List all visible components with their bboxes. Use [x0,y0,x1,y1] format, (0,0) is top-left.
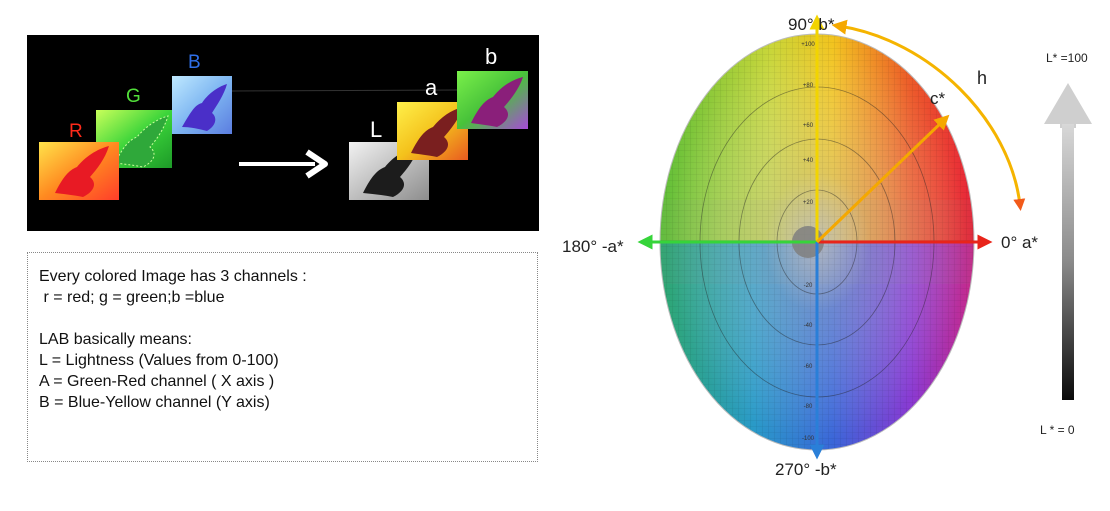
description-line: B = Blue-Yellow channel (Y axis) [39,394,270,411]
b-lab-label: b [485,44,497,69]
g-label: G [126,86,141,107]
description-line: r = red; g = green;b =blue [39,289,225,306]
tick-label: -80 [804,404,813,410]
a-channel-image [397,102,468,160]
lightness-scale [1044,83,1092,400]
lightness-arrowhead [1044,83,1092,128]
tick-label: -100 [802,436,815,442]
description-line: L = Lightness (Values from 0-100) [39,352,279,369]
tick-label: -20 [804,283,813,289]
description-line: A = Green-Red channel ( X axis ) [39,373,275,390]
description-line: Every colored Image has 3 channels : [39,268,307,285]
chroma-label: c* [930,89,946,108]
conversion-arrow [239,149,328,179]
description-spacer [39,308,526,329]
tick-label: +40 [803,158,814,164]
a-negative-axis-label: 180° -a* [562,237,624,256]
lab-color-space-diagram: +100 +80 +60 +40 +20 -20 -40 -60 -80 -10… [540,0,1110,506]
hue-arc [831,19,1026,211]
hue-label: h [977,68,987,88]
tick-label: +20 [803,200,814,206]
red-channel-image [39,142,119,200]
lightness-max-label: L* =100 [1046,51,1088,65]
b-negative-axis-label: 270° -b* [775,460,837,479]
blue-channel-image [172,76,232,134]
connector-line [231,89,458,92]
tick-label: -40 [804,323,813,329]
lightness-gradient-bar [1062,124,1074,400]
channels-illustration: R G B L a b [27,35,539,231]
b-channel-image [457,71,528,129]
l-label: L [370,117,382,142]
r-label: R [69,121,83,142]
a-label: a [425,75,438,100]
b-positive-axis-label: 90° b* [788,15,835,34]
lightness-min-label: L * = 0 [1040,423,1075,437]
tick-label: +80 [803,83,814,89]
tick-label: +60 [803,123,814,129]
description-line: LAB basically means: [39,331,192,348]
tick-label: +100 [801,42,815,48]
description-box: Every colored Image has 3 channels : r =… [27,252,538,462]
tick-label: -60 [804,364,813,370]
a-positive-axis-label: 0° a* [1001,233,1038,252]
channels-illustration-svg: R G B L a b [39,44,528,200]
b-label: B [188,52,201,73]
lab-diagram-svg: +100 +80 +60 +40 +20 -20 -40 -60 -80 -10… [562,14,1092,479]
